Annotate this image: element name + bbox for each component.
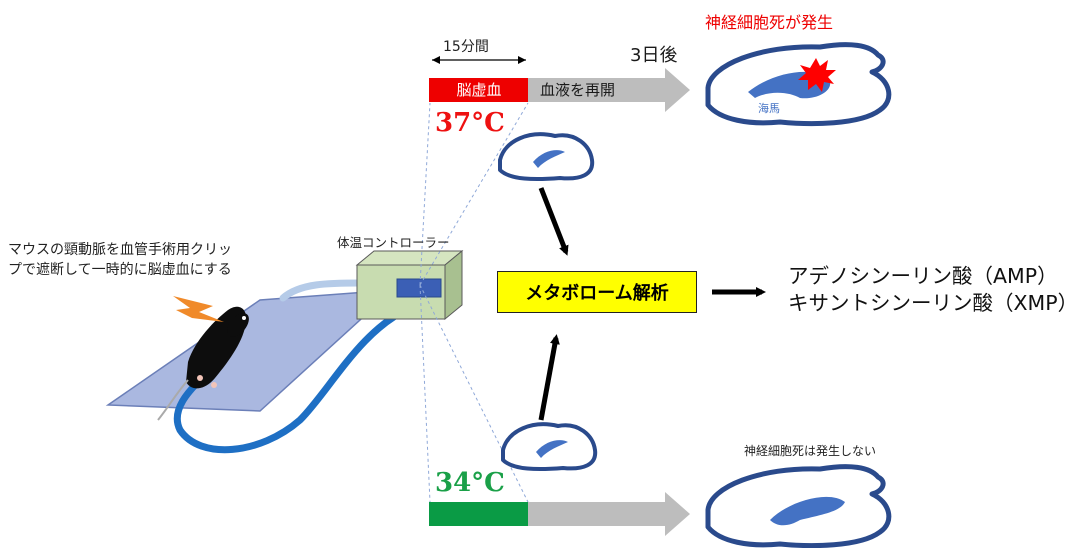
metabolome-analysis-label: メタボローム解析	[525, 283, 669, 304]
reperfusion-label: 血液を再開	[540, 81, 616, 99]
mouse-icon	[157, 306, 249, 421]
reperfusion-arrow	[528, 68, 690, 112]
light-tube	[279, 279, 364, 302]
lightning-icon	[173, 296, 224, 324]
controller-display	[396, 278, 442, 298]
neuron-death-label: 神経細胞死が発生	[705, 13, 834, 32]
result-item-xmp: キサントシンーリン酸（XMP）	[788, 291, 1079, 315]
brain-damaged-icon	[705, 42, 892, 127]
temperature-high-label: 37°C	[435, 108, 505, 138]
after-label: 3日後	[630, 45, 678, 66]
surgery-caption-line1: マウスの頸動脈を血管手術用クリッ	[8, 242, 232, 258]
hippocampus-label: 海馬	[758, 102, 780, 115]
temperature-low-label: 34°C	[435, 468, 505, 498]
surgery-board	[105, 289, 396, 412]
brain-sample-top-icon	[498, 132, 595, 182]
results-list: アデノシンーリン酸（AMP） キサントシンーリン酸（XMP）	[788, 263, 1078, 317]
result-item-amp: アデノシンーリン酸（AMP）	[788, 264, 1058, 288]
duration-label: 15分間	[443, 39, 489, 55]
brain-healthy-icon	[705, 464, 892, 548]
ischemia-label: 脳虚血	[456, 81, 502, 99]
surgery-caption-line2: プで遮断して一時的に脳虚血にする	[8, 262, 232, 278]
controller-label: 体温コントローラー	[337, 235, 450, 250]
low-temp-arrow	[528, 492, 690, 536]
metabolome-analysis-box: メタボローム解析	[497, 271, 697, 313]
arrow-bottom-to-analysis	[538, 334, 560, 421]
burst-icon	[798, 58, 836, 92]
no-neuron-death-label: 神経細胞死は発生しない	[744, 444, 877, 458]
temperature-controller	[355, 249, 464, 321]
surgery-caption: マウスの頸動脈を血管手術用クリッ プで遮断して一時的に脳虚血にする	[8, 240, 232, 280]
low-temp-bar	[429, 502, 528, 526]
arrow-top-to-analysis	[538, 187, 569, 256]
warming-tube	[173, 304, 414, 454]
brain-sample-bottom-icon	[501, 422, 598, 472]
projection-lines	[419, 102, 529, 503]
ischemia-bar	[429, 78, 528, 102]
